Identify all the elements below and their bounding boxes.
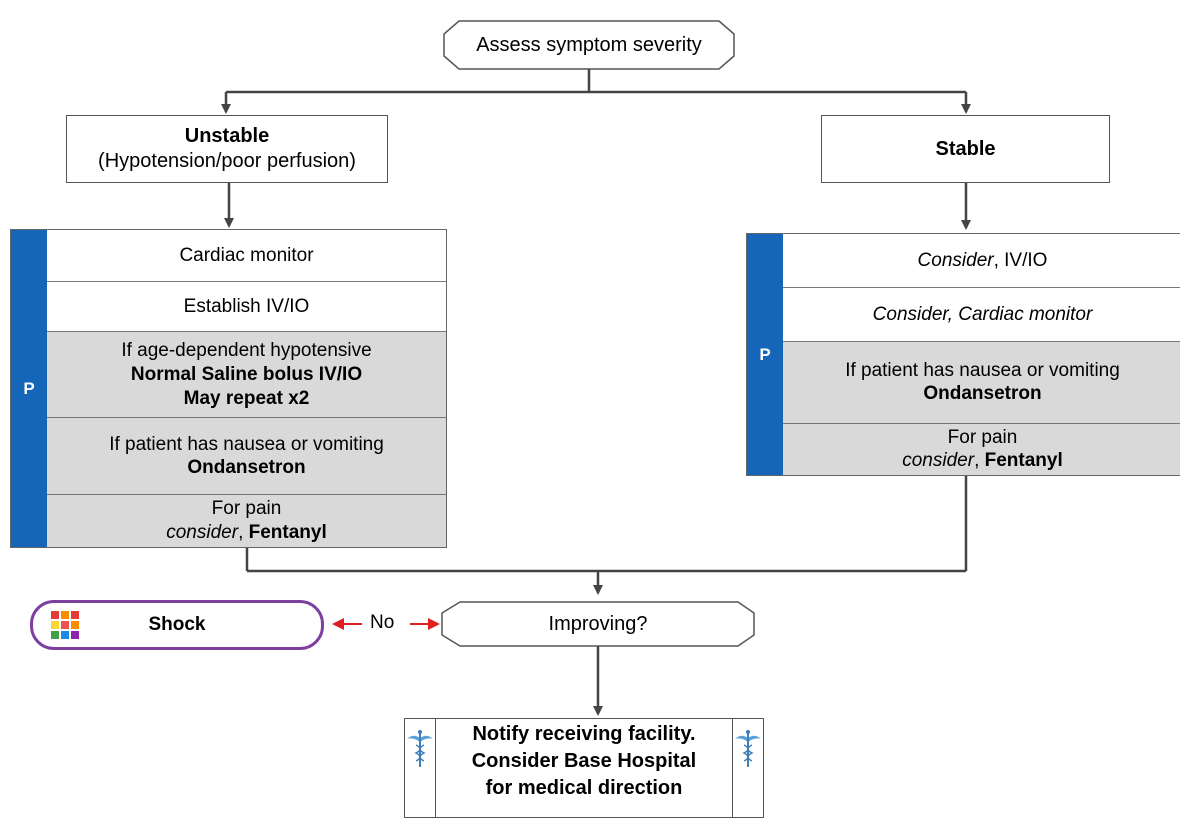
left-row5-drug: Fentanyl [248,522,327,544]
right-row3-line2: Ondansetron [923,383,1042,405]
right-row2-text: Consider, Cardiac monitor [872,303,1093,325]
right-row-pain: For pain consider, Fentanyl [783,423,1180,475]
left-row1-text: Cardiac monitor [179,244,314,266]
right-row1-consider: Consider [917,249,994,271]
right-row4-sep: , [974,450,985,472]
left-row-pain: For pain consider, Fentanyl [47,495,446,547]
shock-protocol-link[interactable]: Shock [30,600,324,650]
final-left-panel [405,719,436,817]
unstable-title: Unstable [184,125,270,147]
left-row3-line2: Normal Saline bolus IV/IO [130,363,363,385]
left-row-establish-iv: Establish IV/IO [47,282,446,333]
left-row5-sep: , [238,522,249,544]
decision-hexagon-shape [441,601,755,647]
final-right-panel [732,719,763,817]
caduceus-icon [735,730,761,767]
right-row4-line1: For pain [947,426,1018,448]
left-row3-line1: If age-dependent hypotensive [121,340,372,362]
right-row1-text: Consider, IV/IO [918,249,1048,273]
decision-label: Improving? [548,612,648,635]
decision-node: Improving? [442,602,754,646]
shock-label: Shock [148,614,206,635]
right-row-nausea: If patient has nausea or vomiting Ondans… [783,342,1180,424]
final-line2: Consider Base Hospital [471,750,697,772]
left-protocol-block: P Cardiac monitor Establish IV/IO If age… [10,229,447,548]
left-row3-line3: May repeat x2 [183,387,310,409]
left-row5-line2: consider, Fentanyl [166,521,327,545]
unstable-box: Unstable (Hypotension/poor perfusion) [66,115,388,183]
left-row2-text: Establish IV/IO [183,295,310,317]
no-branch-label: No [370,612,395,633]
left-row-nausea: If patient has nausea or vomiting Ondans… [47,418,446,496]
left-row4-line1: If patient has nausea or vomiting [109,433,384,455]
right-row-cardiac-monitor: Consider, Cardiac monitor [783,288,1180,343]
right-row1-rest: , IV/IO [993,249,1048,271]
unstable-subtitle: (Hypotension/poor perfusion) [98,150,356,172]
final-line3: for medical direction [485,777,683,799]
stable-title: Stable [935,137,996,160]
start-node: Assess symptom severity [444,21,734,69]
right-row4-consider: consider [902,450,975,472]
stable-box: Stable [821,115,1110,183]
right-protocol-badge: P [747,234,783,475]
protocol-grid-icon [51,611,79,639]
left-row-cardiac-monitor: Cardiac monitor [47,230,446,283]
right-row4-drug: Fentanyl [984,450,1063,472]
left-row5-consider: consider [166,522,239,544]
start-hexagon-shape [443,20,735,70]
left-row-hypotensive: If age-dependent hypotensive Normal Sali… [47,332,446,419]
final-box: Notify receiving facility. Consider Base… [404,718,764,818]
start-label: Assess symptom severity [476,33,702,56]
right-protocol-block: P Consider, IV/IO Consider, Cardiac moni… [746,233,1180,476]
left-row5-line1: For pain [211,498,282,520]
final-line1: Notify receiving facility. [472,723,696,745]
right-row4-line2: consider, Fentanyl [902,449,1063,473]
left-protocol-badge: P [11,230,47,547]
right-row3-line1: If patient has nausea or vomiting [845,359,1120,381]
left-row4-line2: Ondansetron [187,457,306,479]
caduceus-icon [407,730,433,767]
right-row-consider-iv: Consider, IV/IO [783,234,1180,289]
